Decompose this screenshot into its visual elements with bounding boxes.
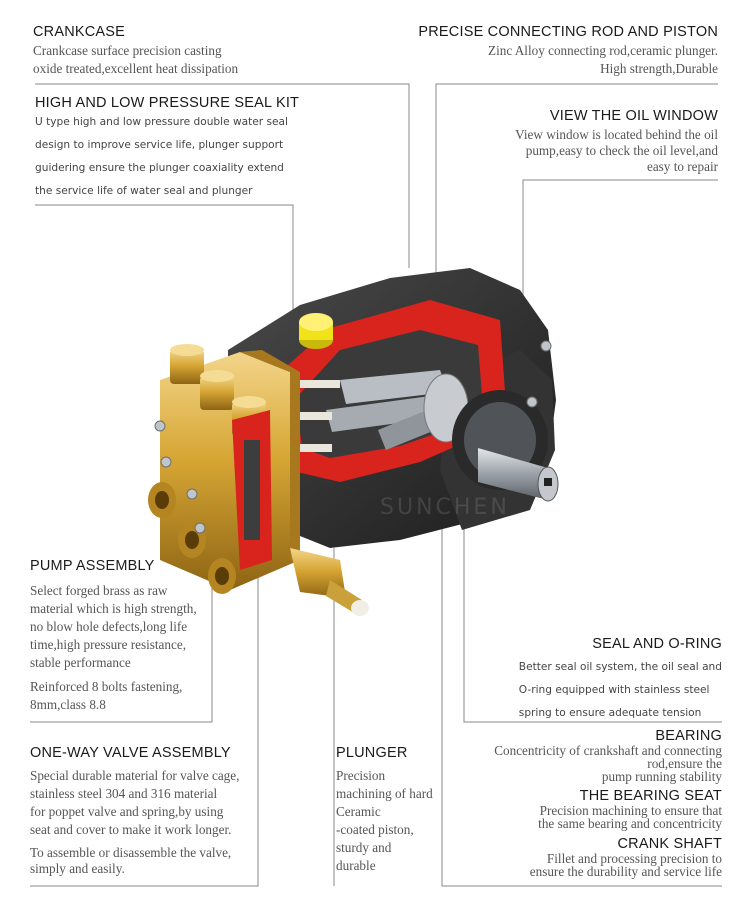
crankcase-text: Crankcase surface precision casting oxid… [33,43,239,76]
bearing-leader-line [441,452,722,887]
bearing-callout: BEARING Concentricity of crankshaft and … [494,728,722,783]
crank-shaft-title: CRANK SHAFT [617,836,722,852]
crank-shaft-callout: CRANK SHAFT Fillet and processing precis… [530,836,722,878]
valve-title: ONE-WAY VALVE ASSEMBLY [30,745,231,761]
oil-window-leader-line [522,179,718,300]
crankcase-leader-line [35,83,410,268]
bearing-seat-callout: THE BEARING SEAT Precision machining to … [538,788,722,830]
crankcase-callout: CRANKCASE Crankcase surface precision ca… [33,24,238,78]
bolts [154,340,552,534]
seal-oring-title: SEAL AND O-RING [592,636,722,652]
seal-oring-leader-line [463,486,722,723]
seal-kit-callout: HIGH AND LOW PRESSURE SEAL KIT U type hi… [35,95,299,203]
oil-cap [299,313,333,349]
seal-kit-title: HIGH AND LOW PRESSURE SEAL KIT [35,95,300,111]
valve-leader-line [30,528,259,887]
crankcase-title: CRANKCASE [33,24,126,40]
valve-spring [244,440,260,540]
connecting-rod-callout: PRECISE CONNECTING ROD AND PISTON Zinc A… [418,24,718,78]
pump-assembly-leader-line [30,582,213,723]
bearing-seat-text: Precision machining to ensure that the s… [538,803,722,831]
plunger-text: Precision machining of hard Ceramic -coa… [336,768,433,873]
pump-assembly-callout: PUMP ASSEMBLY Select forged brass as raw… [30,558,197,714]
oil-window-callout: VIEW THE OIL WINDOW View window is locat… [515,108,718,175]
pump-assembly-text-2: Reinforced 8 bolts fastening, 8mm,class … [30,679,183,712]
crank-shaft-text: Fillet and processing precision to ensur… [529,851,722,879]
plunger-callout: PLUNGER Precision machining of hard Cera… [336,745,433,875]
seal-kit-text: U type high and low pressure double wate… [35,116,288,197]
pump-assembly-title: PUMP ASSEMBLY [30,558,155,574]
watermark: SUNCHEN [380,495,510,520]
valve-text: Special durable material for valve cage,… [30,768,240,837]
plunger-title: PLUNGER [336,745,408,761]
valve-callout: ONE-WAY VALVE ASSEMBLY Special durable m… [30,745,239,877]
bearing-title: BEARING [655,728,722,744]
plunger-rods [276,380,340,452]
inlet-fitting [290,548,369,616]
seal-oring-text: Better seal oil system, the oil seal and… [518,661,722,719]
crankshaft [452,390,559,502]
oil-window-text: View window is located behind the oil pu… [515,127,718,174]
oil-window-title: VIEW THE OIL WINDOW [549,108,718,124]
connecting-rod-title: PRECISE CONNECTING ROD AND PISTON [418,24,718,40]
valve-text-2: To assemble or disassemble the valve, si… [30,845,232,876]
bearing-seat-title: THE BEARING SEAT [579,788,722,804]
pump-assembly-text: Select forged brass as raw material whic… [30,583,197,670]
connecting-rod-text: Zinc Alloy connecting rod,ceramic plunge… [488,43,718,76]
bearing-text: Concentricity of crankshaft and connecti… [494,743,722,784]
seal-oring-callout: SEAL AND O-RING Better seal oil system, … [519,636,722,725]
